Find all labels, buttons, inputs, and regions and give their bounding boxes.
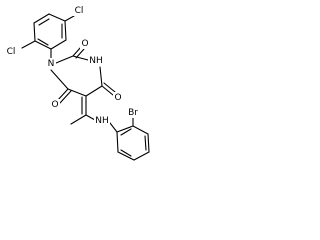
bond (38, 18, 50, 26)
bond (64, 20, 67, 41)
bond (147, 133, 150, 153)
bond (50, 69, 69, 90)
bond (120, 128, 132, 136)
atom-label-n-ring: N (48, 59, 55, 69)
atom-label-o-top: O (81, 39, 88, 49)
bond (99, 66, 103, 87)
bond (116, 131, 119, 153)
bond (34, 40, 52, 50)
atom-label-br: Br (128, 108, 138, 118)
bond (33, 13, 50, 24)
bond (103, 82, 116, 93)
bond (101, 85, 114, 96)
bond (116, 125, 134, 133)
bond (85, 114, 96, 121)
bond (133, 151, 150, 161)
bond (85, 85, 103, 97)
atom-label-o-right: O (114, 93, 121, 103)
bonds (21, 13, 150, 161)
bond (64, 15, 75, 22)
atom-label-cl-top: Cl (75, 6, 84, 16)
bond (117, 151, 135, 161)
bond (132, 125, 149, 135)
bond (37, 38, 49, 46)
atom-labels: Cl Cl N NH O O O NH Br (4, 5, 141, 126)
atom-label-nh-ring: NH (89, 56, 103, 66)
bond (21, 40, 36, 49)
bond (109, 122, 118, 133)
bond (120, 149, 132, 157)
bond (72, 55, 89, 61)
atom-label-o-left: O (51, 100, 58, 110)
bond (75, 48, 85, 59)
molecule-diagram: Cl Cl N NH O O O NH Br (4, 5, 150, 161)
bond (67, 88, 87, 97)
bond (33, 22, 36, 42)
bond (72, 46, 82, 57)
bond (48, 13, 66, 22)
bond (70, 114, 87, 125)
bond (50, 39, 67, 50)
bond (59, 90, 72, 104)
atom-label-cl-left: Cl (7, 47, 16, 57)
bond (144, 135, 147, 151)
atom-label-nh-chain: NH (95, 116, 109, 126)
bond (55, 55, 74, 64)
